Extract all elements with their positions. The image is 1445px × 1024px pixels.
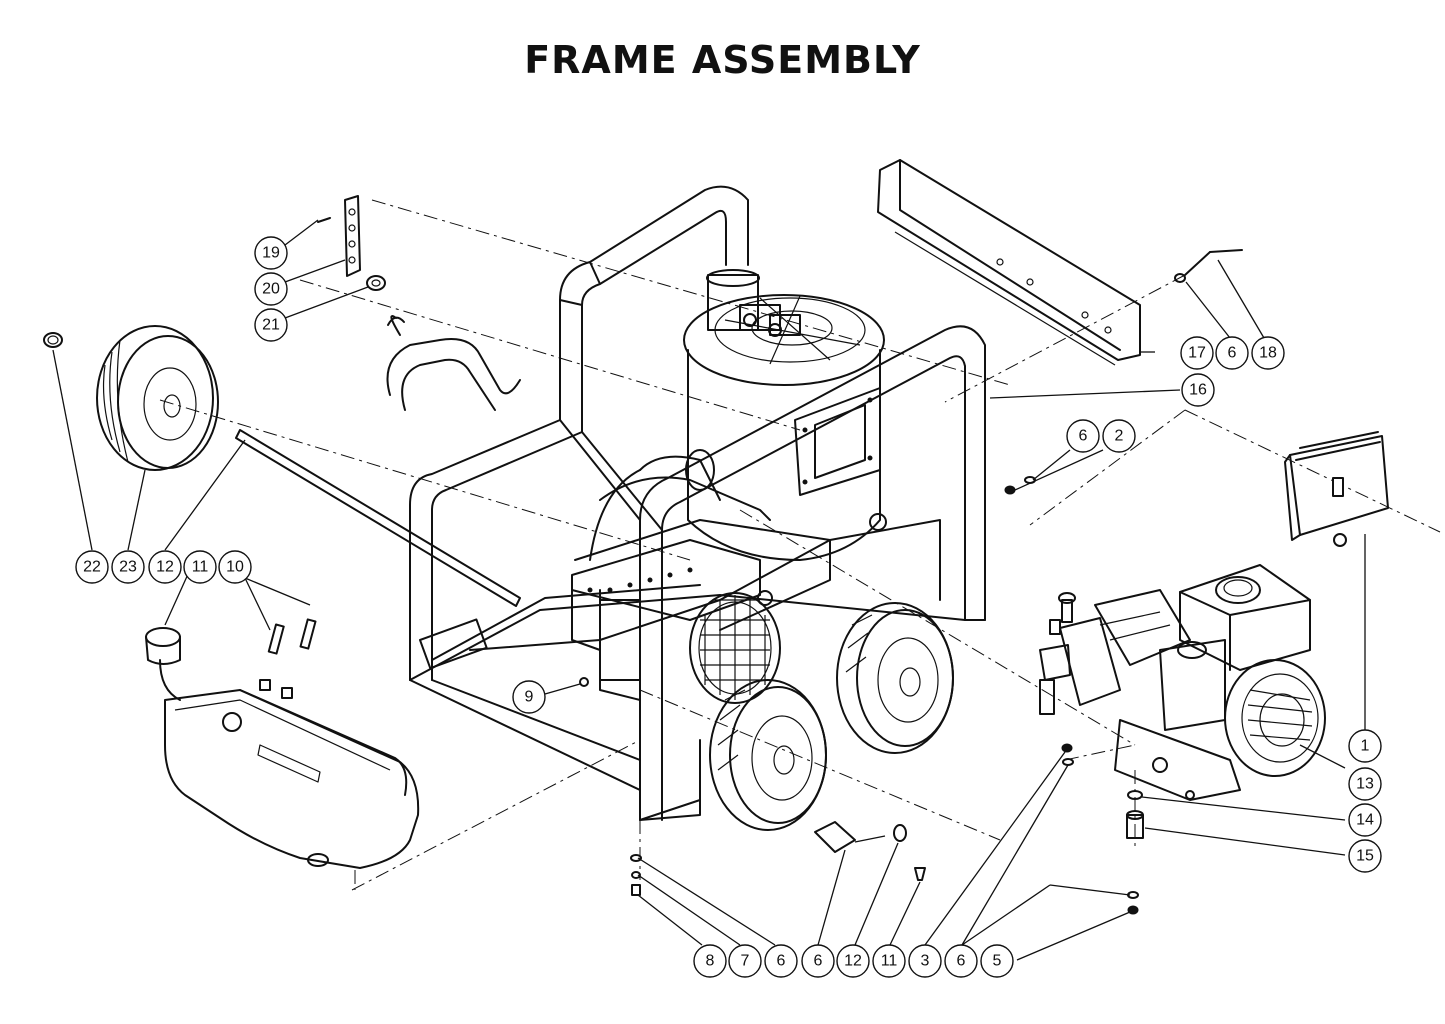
- callout: 1: [1348, 729, 1382, 763]
- callout: 17: [1180, 336, 1214, 370]
- svg-text:1: 1: [1361, 738, 1370, 755]
- svg-text:6: 6: [1079, 428, 1088, 445]
- svg-text:22: 22: [83, 559, 101, 576]
- engine-mount-parts: [1126, 790, 1144, 839]
- callout: 9: [512, 680, 546, 714]
- callout: 6: [801, 944, 835, 978]
- wheel-front-left: [709, 679, 827, 831]
- callout: 23: [111, 550, 145, 584]
- fuel-tank: [145, 627, 420, 869]
- loose-wheel: [96, 325, 219, 471]
- callout: 19: [254, 236, 288, 270]
- svg-text:12: 12: [156, 559, 174, 576]
- svg-text:15: 15: [1356, 848, 1374, 865]
- assembly-centerlines: [159, 199, 1441, 891]
- svg-text:17: 17: [1188, 345, 1206, 362]
- callout: 16: [1181, 373, 1215, 407]
- callout: 12: [148, 550, 182, 584]
- callout: 6: [1215, 336, 1249, 370]
- callout: 6: [944, 944, 978, 978]
- svg-text:23: 23: [119, 559, 137, 576]
- svg-text:12: 12: [844, 953, 862, 970]
- svg-text:19: 19: [262, 245, 280, 262]
- callout: 22: [75, 550, 109, 584]
- svg-text:3: 3: [921, 953, 930, 970]
- axle: [235, 429, 521, 607]
- channel-bolt: [1174, 249, 1243, 283]
- wheel-rear-right: [836, 602, 954, 754]
- callout: 10: [218, 550, 252, 584]
- fan-guard: [689, 592, 781, 704]
- engine-pump-unit: [1039, 564, 1326, 801]
- svg-text:6: 6: [957, 953, 966, 970]
- svg-text:8: 8: [706, 953, 715, 970]
- svg-text:7: 7: [741, 953, 750, 970]
- callout: 6: [764, 944, 798, 978]
- diagram-title: FRAME ASSEMBLY: [524, 38, 921, 82]
- svg-text:2: 2: [1115, 428, 1124, 445]
- callout: 2: [1102, 419, 1136, 453]
- svg-text:13: 13: [1356, 776, 1374, 793]
- svg-text:16: 16: [1189, 382, 1207, 399]
- mounting-channel: [877, 159, 1141, 366]
- svg-text:18: 18: [1259, 345, 1277, 362]
- wheel-cap: [43, 332, 63, 348]
- callout: 12: [836, 944, 870, 978]
- callout: 18: [1251, 336, 1285, 370]
- callout: 11: [872, 944, 906, 978]
- frame-tube: [386, 185, 986, 821]
- fuel-fittings: [259, 618, 317, 699]
- callout: 13: [1348, 767, 1382, 801]
- callout: 3: [908, 944, 942, 978]
- callout: 14: [1348, 803, 1382, 837]
- callout: 20: [254, 272, 288, 306]
- svg-text:14: 14: [1356, 812, 1374, 829]
- svg-text:20: 20: [262, 281, 280, 298]
- svg-text:11: 11: [192, 559, 209, 576]
- callout: 15: [1348, 839, 1382, 873]
- burner-housing: [571, 539, 773, 681]
- svg-text:6: 6: [777, 953, 786, 970]
- callouts: 1 13 14 15 16 17 6 18 6 2 19 20 21 22 23…: [75, 236, 1382, 978]
- callout: 11: [183, 550, 217, 584]
- hose-bracket: [317, 195, 386, 291]
- svg-text:5: 5: [993, 953, 1002, 970]
- callout: 8: [693, 944, 727, 978]
- callout: 21: [254, 308, 288, 342]
- svg-text:21: 21: [262, 317, 280, 334]
- wheel-rear-left-hidden: [589, 469, 641, 561]
- leader-lines: [52, 219, 1366, 961]
- callout: 7: [728, 944, 762, 978]
- svg-text:11: 11: [881, 953, 898, 970]
- svg-text:6: 6: [814, 953, 823, 970]
- callout: 5: [980, 944, 1014, 978]
- svg-text:9: 9: [525, 689, 534, 706]
- svg-text:6: 6: [1228, 345, 1237, 362]
- callout: 6: [1066, 419, 1100, 453]
- electrical-box: [1284, 431, 1389, 547]
- burner-coil: [599, 269, 887, 561]
- svg-text:10: 10: [226, 559, 244, 576]
